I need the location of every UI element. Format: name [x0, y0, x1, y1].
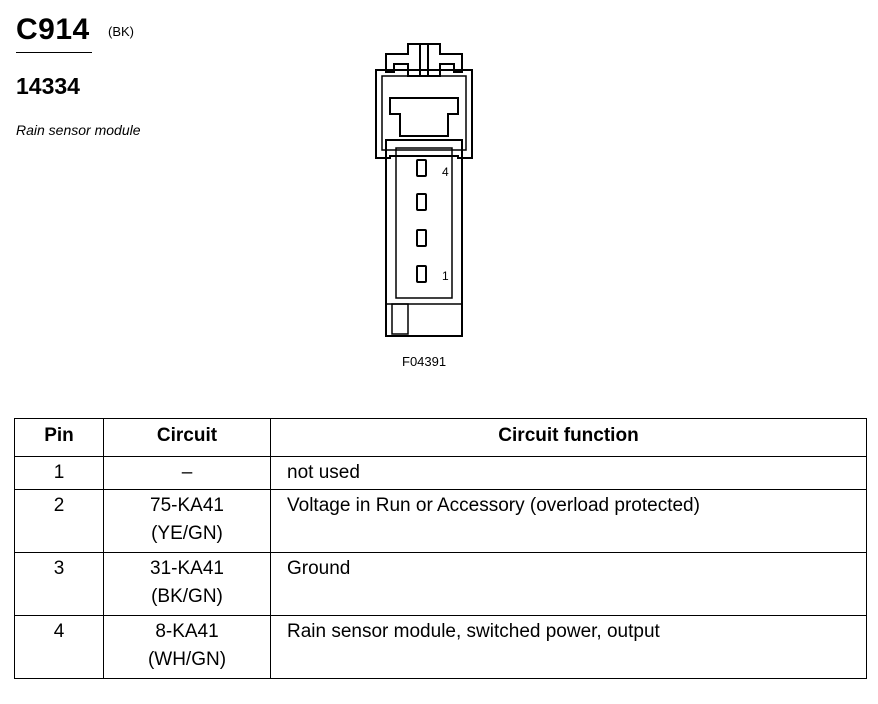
connector-code: C914 [16, 13, 90, 46]
pin-number: 2 [14, 489, 104, 553]
circuit-number: 8-KA41 [155, 621, 219, 642]
connector-hood-inner [381, 75, 467, 151]
circuit-number: 31-KA41 [150, 558, 224, 579]
connector-face-diagram: 4 1 [375, 43, 473, 337]
terminal-3 [416, 193, 427, 211]
terminal-4 [416, 159, 427, 177]
part-number: 14334 [16, 73, 80, 99]
table-row: 4 8-KA41 (WH/GN) Rain sensor module, swi… [14, 615, 867, 679]
connector-hood-outer [375, 69, 473, 159]
pin-number: 1 [14, 456, 104, 490]
terminal-2 [416, 229, 427, 247]
circuit-function: Voltage in Run or Accessory (overload pr… [270, 489, 867, 553]
circuit-number: – [181, 462, 193, 483]
header-rule [16, 52, 92, 53]
connector-color-code: (BK) [108, 24, 134, 39]
pin-label-bottom: 1 [442, 269, 449, 283]
connector-body [385, 139, 463, 337]
wire-color: (BK/GN) [151, 586, 223, 607]
table-row: 3 31-KA41 (BK/GN) Ground [14, 552, 867, 616]
terminal-1 [416, 265, 427, 283]
circuit-function: Ground [270, 552, 867, 616]
pinout-table: Pin Circuit Circuit function 1 – not use… [14, 418, 867, 679]
wire-color: (YE/GN) [151, 523, 223, 544]
wire-color: (WH/GN) [147, 649, 227, 670]
connector-latch [385, 43, 463, 77]
circuit-cell: 31-KA41 (BK/GN) [103, 552, 271, 616]
column-header-circuit-function: Circuit function [270, 418, 867, 457]
circuit-function: not used [270, 456, 867, 490]
connector-latch-tongue [389, 97, 459, 137]
pin-label-top: 4 [442, 165, 449, 179]
circuit-cell: 8-KA41 (WH/GN) [103, 615, 271, 679]
table-header-row: Pin Circuit Circuit function [14, 418, 867, 457]
circuit-cell: 75-KA41 (YE/GN) [103, 489, 271, 553]
figure-id: F04391 [402, 354, 447, 369]
circuit-function: Rain sensor module, switched power, outp… [270, 615, 867, 679]
column-header-pin: Pin [14, 418, 104, 457]
connector-bottom-key [391, 303, 409, 335]
table-row: 2 75-KA41 (YE/GN) Voltage in Run or Acce… [14, 489, 867, 553]
circuit-cell: – [103, 456, 271, 490]
pin-number: 4 [14, 615, 104, 679]
circuit-number: 75-KA41 [150, 495, 224, 516]
table-row: 1 – not used [14, 456, 867, 490]
connector-cavity-frame [395, 147, 453, 299]
module-description: Rain sensor module [16, 122, 141, 138]
column-header-circuit: Circuit [103, 418, 271, 457]
pin-number: 3 [14, 552, 104, 616]
